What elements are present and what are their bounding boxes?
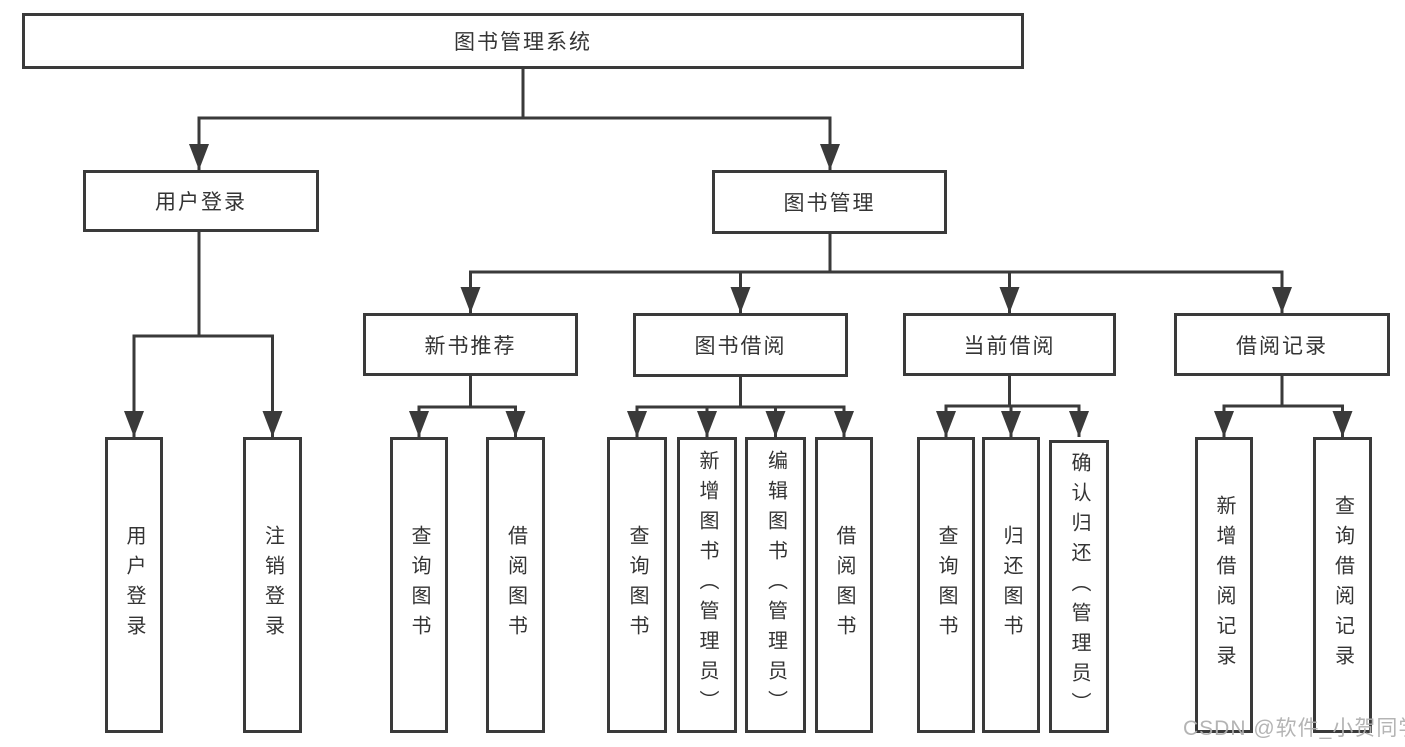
leaf-borrow-books-borrowing: 借阅图书	[815, 437, 873, 733]
node-user-login-label: 用户登录	[155, 191, 247, 214]
leaf-user-login-label: 用户登录	[123, 525, 145, 645]
node-borrow-records: 借阅记录	[1174, 313, 1390, 376]
leaf-query-books-current: 查询图书	[917, 437, 975, 733]
leaf-return-books-label: 归还图书	[1000, 525, 1022, 645]
leaf-query-books-recommend: 查询图书	[390, 437, 448, 733]
leaf-query-books-borrowing-label: 查询图书	[626, 525, 648, 645]
leaf-confirm-return-admin: 确认归还（管理员）	[1049, 440, 1109, 733]
arrowheads	[124, 144, 1353, 437]
leaf-add-books-admin: 新增图书（管理员）	[677, 437, 737, 733]
node-book-management: 图书管理	[712, 170, 947, 234]
leaf-confirm-return-admin-label: 确认归还（管理员）	[1068, 451, 1090, 722]
leaf-logout-login-label: 注销登录	[261, 525, 284, 645]
csdn-watermark: CSDN @软件_小贺同学	[1183, 717, 1405, 740]
leaf-add-borrow-record: 新增借阅记录	[1195, 437, 1253, 733]
leaf-query-borrow-record: 查询借阅记录	[1313, 437, 1372, 733]
leaf-query-books-borrowing: 查询图书	[607, 437, 667, 733]
leaf-return-books: 归还图书	[982, 437, 1040, 733]
node-current-borrowing: 当前借阅	[903, 313, 1116, 376]
node-user-login: 用户登录	[83, 170, 319, 232]
leaf-user-login: 用户登录	[105, 437, 163, 733]
node-book-borrowing-label: 图书借阅	[694, 335, 787, 358]
node-new-book-recommend: 新书推荐	[363, 313, 578, 376]
leaf-borrow-books-recommend: 借阅图书	[486, 437, 545, 733]
node-library-system-label: 图书管理系统	[454, 31, 592, 54]
leaf-add-books-admin-label: 新增图书（管理员）	[696, 450, 718, 720]
leaf-query-books-current-label: 查询图书	[935, 525, 957, 645]
leaf-query-borrow-record-label: 查询借阅记录	[1331, 495, 1354, 675]
leaf-logout-login: 注销登录	[243, 437, 302, 733]
node-book-borrowing: 图书借阅	[633, 313, 848, 377]
node-book-management-label: 图书管理	[783, 192, 876, 215]
leaf-borrow-books-recommend-label: 借阅图书	[504, 525, 527, 645]
leaf-add-borrow-record-label: 新增借阅记录	[1213, 495, 1235, 675]
leaf-edit-books-admin-label: 编辑图书（管理员）	[764, 450, 787, 720]
node-library-system: 图书管理系统	[22, 13, 1024, 69]
leaf-query-books-recommend-label: 查询图书	[408, 525, 430, 645]
node-current-borrowing-label: 当前借阅	[963, 334, 1056, 358]
leaf-edit-books-admin: 编辑图书（管理员）	[745, 437, 806, 733]
node-borrow-records-label: 借阅记录	[1236, 334, 1328, 358]
node-new-book-recommend-label: 新书推荐	[424, 334, 517, 358]
leaf-borrow-books-borrowing-label: 借阅图书	[833, 525, 855, 645]
